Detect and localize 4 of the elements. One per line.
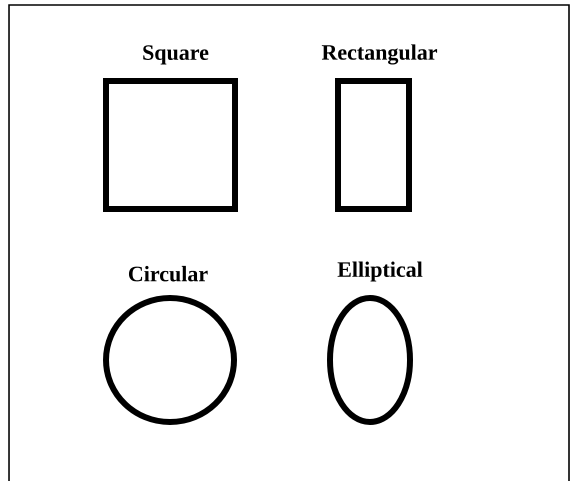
shape-with-heading: Rectangular bbox=[322, 44, 438, 212]
shape-with-heading: Square bbox=[103, 45, 238, 212]
shape-with-heading: Circular bbox=[103, 266, 237, 425]
shape-with-heading: Elliptical bbox=[327, 262, 422, 425]
